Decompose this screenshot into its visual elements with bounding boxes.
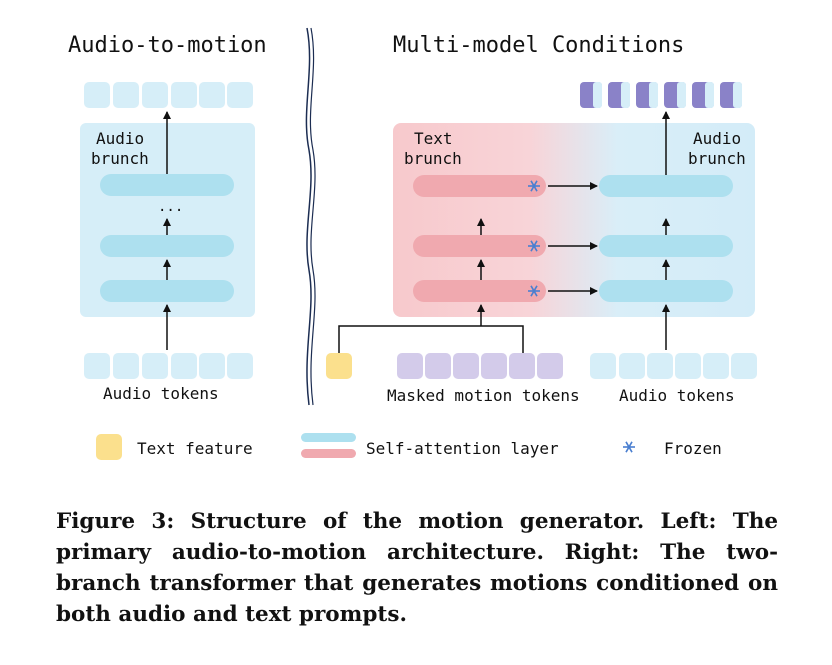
left-ellipsis: ... (158, 199, 183, 215)
legend-text-feature-label: Text feature (137, 439, 253, 458)
right-panel-title: Multi-model Conditions (393, 33, 684, 58)
legend-frozen-icon (622, 440, 636, 454)
masked-motion-tokens-label: Masked motion tokens (387, 386, 580, 405)
masked-motion-tokens (397, 353, 563, 379)
text-branch-label-1: Text (414, 129, 453, 148)
legend-self-attention-pink (301, 449, 356, 458)
text-layer-top (413, 175, 546, 197)
right-arrows (338, 111, 670, 353)
left-audio-tokens-label: Audio tokens (103, 384, 219, 403)
right-two-branch-box (393, 123, 755, 317)
right-output-tokens (580, 82, 742, 108)
text-layer-middle (413, 235, 546, 257)
left-branch-label-2: brunch (91, 149, 149, 168)
left-layer-top (100, 174, 234, 196)
legend-text-feature-swatch (96, 434, 122, 460)
audio-branch-label-1: Audio (693, 129, 741, 148)
audio-branch-label-2: brunch (688, 149, 746, 168)
right-audio-tokens-label: Audio tokens (619, 386, 735, 405)
left-panel-title: Audio-to-motion (68, 33, 267, 58)
legend-self-attention-blue (301, 433, 356, 442)
legend: Text feature Self-attention layer Frozen (96, 433, 722, 460)
audio-layer-middle (599, 235, 733, 257)
legend-self-attention-label: Self-attention layer (366, 439, 559, 458)
left-branch-label-1: Audio (96, 129, 144, 148)
audio-layer-top (599, 175, 733, 197)
legend-frozen-label: Frozen (664, 439, 722, 458)
diagram-canvas: Audio-to-motion Audio brunch ... Audio t… (68, 27, 757, 460)
text-branch-label-2: brunch (404, 149, 462, 168)
audio-layer-bottom (599, 280, 733, 302)
text-feature-token (326, 353, 352, 379)
right-audio-tokens (590, 353, 757, 379)
text-layer-bottom (413, 280, 546, 302)
left-layer-middle (100, 235, 234, 257)
figure-caption: Figure 3: Structure of the motion genera… (56, 509, 778, 627)
panel-divider (305, 27, 312, 406)
left-output-tokens (84, 82, 253, 108)
left-layer-bottom (100, 280, 234, 302)
left-audio-tokens (84, 353, 253, 379)
